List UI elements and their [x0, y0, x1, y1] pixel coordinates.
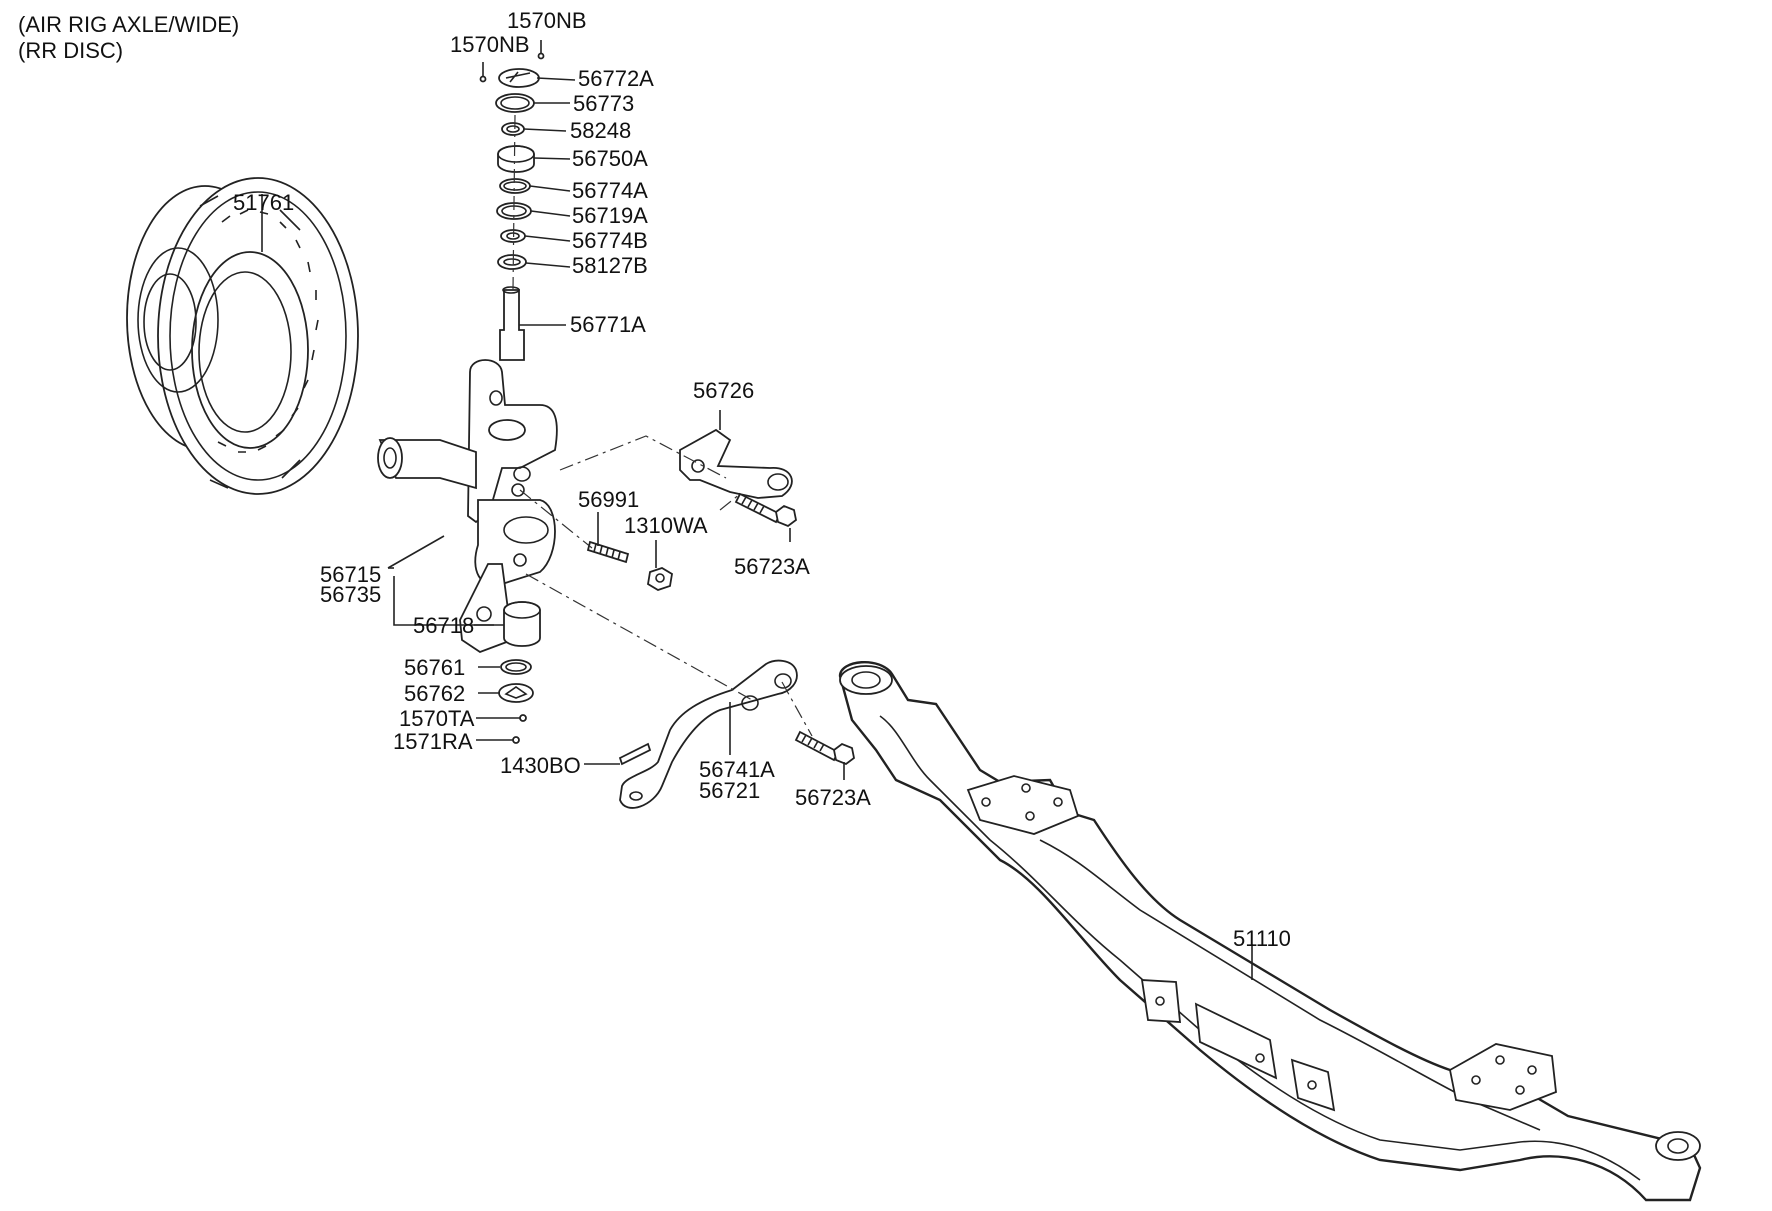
label-1571ra: 1571RA [393, 729, 473, 754]
label-56750a: 56750A [572, 146, 648, 171]
label-56773: 56773 [573, 91, 634, 116]
part-labels: 1570NB 1570NB 56772A 56773 58248 56750A … [233, 8, 1291, 951]
label-58248: 58248 [570, 118, 631, 143]
label-56735: 56735 [320, 582, 381, 607]
label-56723a-upper: 56723A [734, 554, 810, 579]
label-56719a: 56719A [572, 203, 648, 228]
label-56771a: 56771A [570, 312, 646, 337]
label-56718: 56718 [413, 613, 474, 638]
steering-knuckle [377, 359, 558, 654]
pin-1430bo [618, 742, 652, 766]
nut-1310wa [647, 567, 673, 591]
label-56774b: 56774B [572, 228, 648, 253]
label-56721: 56721 [699, 778, 760, 803]
header-line-1: (AIR RIG AXLE/WIDE) [18, 12, 240, 37]
leader-lines [387, 40, 1253, 980]
label-56991: 56991 [578, 487, 639, 512]
steering-arm-56726 [679, 428, 793, 499]
bolt-56723a-upper [734, 492, 797, 528]
label-51110: 51110 [1233, 926, 1291, 951]
label-56762: 56762 [404, 681, 465, 706]
king-pin-stack [479, 52, 545, 361]
label-1570nb-a: 1570NB [507, 8, 587, 33]
label-56774a: 56774A [572, 178, 648, 203]
label-56715: 56715 [320, 562, 381, 587]
header-line-2: (RR DISC) [18, 38, 124, 63]
stud-56991 [586, 540, 630, 564]
bolt-1570ta [519, 714, 527, 722]
label-1430bo: 1430BO [500, 753, 581, 778]
diagram-header: (AIR RIG AXLE/WIDE) (RR DISC) [18, 12, 239, 64]
label-56723a-lower: 56723A [795, 785, 871, 810]
label-56726: 56726 [693, 378, 754, 403]
label-56772a: 56772A [578, 66, 654, 91]
pin-1571ra [512, 736, 520, 744]
label-56761: 56761 [404, 655, 465, 680]
cap-56762 [498, 683, 534, 703]
bolt-56723a-lower [794, 730, 855, 766]
brake-disc-51761 [126, 177, 359, 495]
label-1570nb-b: 1570NB [450, 32, 530, 57]
label-58127b: 58127B [572, 253, 648, 278]
bushing-56718 [503, 601, 541, 647]
label-51761: 51761 [233, 190, 294, 215]
arm-56741a [619, 659, 798, 809]
axle-beam-51110 [838, 660, 1702, 1202]
label-56741a: 56741A [699, 757, 775, 782]
label-1570ta: 1570TA [399, 706, 475, 731]
label-1310wa: 1310WA [624, 513, 708, 538]
